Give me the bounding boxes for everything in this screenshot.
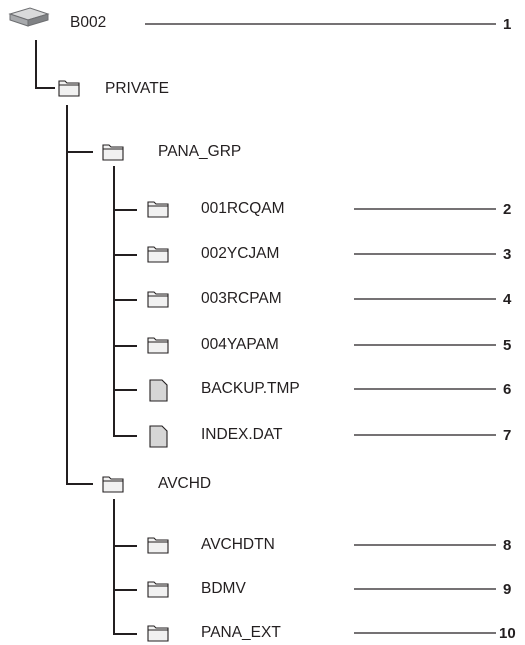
callout-number-2: 2 xyxy=(503,201,512,218)
file-label-index-dat: INDEX.DAT xyxy=(201,426,283,443)
folder-icon-002ycjam xyxy=(147,246,169,263)
callout-number-6: 6 xyxy=(503,381,512,398)
tree-connectors xyxy=(35,40,137,635)
folder-icon-pana-ext xyxy=(147,625,169,642)
file-icon-backup-tmp xyxy=(149,379,168,402)
callout-number-8: 8 xyxy=(503,537,512,554)
folder-label-pana-ext: PANA_EXT xyxy=(201,624,281,641)
folder-label-003rcpam: 003RCPAM xyxy=(201,290,282,307)
folder-icon-003rcpam xyxy=(147,291,169,308)
folder-icon-001rcqam xyxy=(147,201,169,218)
folder-label-avchdtn: AVCHDTN xyxy=(201,536,275,553)
drive-label: B002 xyxy=(70,14,107,31)
callout-number-5: 5 xyxy=(503,337,512,354)
callout-number-3: 3 xyxy=(503,246,512,263)
drive-icon xyxy=(8,7,50,27)
folder-label-002ycjam: 002YCJAM xyxy=(201,245,280,262)
folder-icon-pana-grp xyxy=(102,144,124,161)
callout-number-10: 10 xyxy=(499,625,516,642)
callout-number-7: 7 xyxy=(503,427,512,444)
connector-private xyxy=(35,40,55,89)
folder-label-pana-grp: PANA_GRP xyxy=(158,143,242,160)
file-icon-index-dat xyxy=(149,425,168,448)
folder-icon-private xyxy=(58,80,80,97)
folder-label-001rcqam: 001RCQAM xyxy=(201,200,285,217)
folder-icon-avchd xyxy=(102,476,124,493)
callout-lines xyxy=(145,23,496,634)
folder-icon-avchdtn xyxy=(147,537,169,554)
folder-label-avchd: AVCHD xyxy=(158,475,212,492)
callout-number-9: 9 xyxy=(503,581,512,598)
file-label-backup-tmp: BACKUP.TMP xyxy=(201,380,300,397)
folder-icon-bdmv xyxy=(147,581,169,598)
callout-number-1: 1 xyxy=(503,16,512,33)
folder-label-bdmv: BDMV xyxy=(201,580,246,597)
callout-number-4: 4 xyxy=(503,291,512,308)
folder-label-private: PRIVATE xyxy=(105,80,170,97)
folder-label-004yapam: 004YAPAM xyxy=(201,336,279,353)
folder-icon-004yapam xyxy=(147,337,169,354)
